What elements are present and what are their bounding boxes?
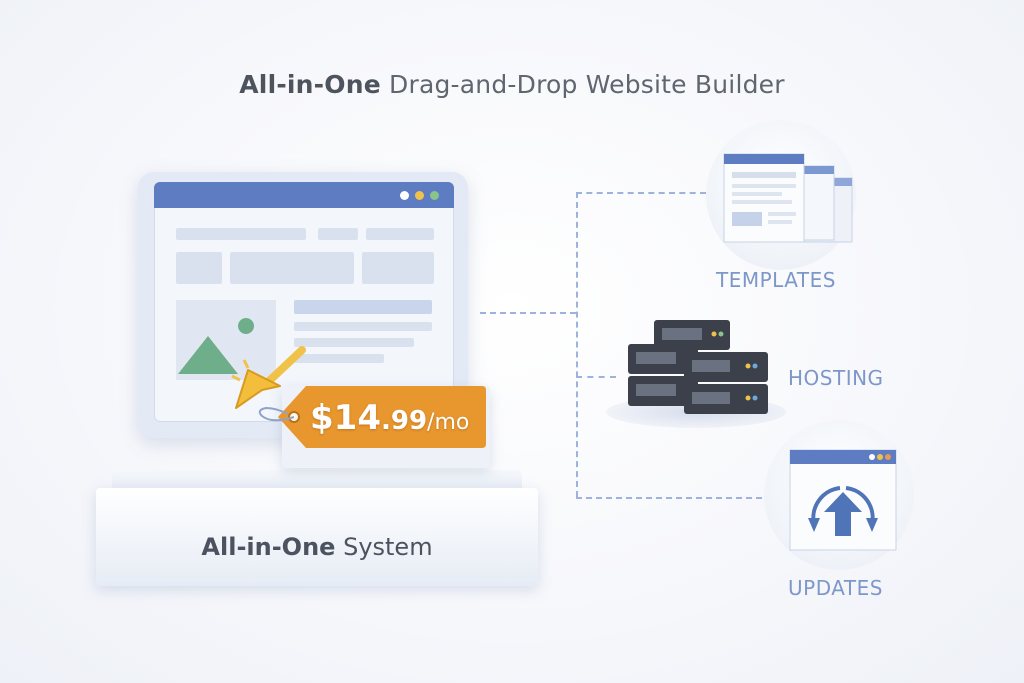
- connector-trunk: [576, 192, 578, 497]
- hosting-label: HOSTING: [788, 366, 884, 390]
- window-dot-yellow: [415, 191, 424, 200]
- text-line: [294, 354, 384, 363]
- system-label-bold: All-in-One: [201, 533, 336, 561]
- layout-block: [318, 228, 358, 240]
- price-period: /mo: [427, 410, 470, 435]
- website-screen: [154, 182, 454, 422]
- text-line: [294, 300, 432, 314]
- layout-block: [366, 228, 434, 240]
- title-bold: All-in-One: [239, 70, 381, 99]
- connector-templates: [576, 192, 706, 194]
- system-base: [96, 488, 538, 586]
- templates-label: TEMPLATES: [716, 268, 836, 292]
- image-placeholder: [176, 300, 276, 380]
- page-title: All-in-One Drag-and-Drop Website Builder: [0, 70, 1024, 99]
- price-cents: .99: [380, 406, 428, 436]
- browser-bar: [154, 182, 454, 208]
- updates-label: UPDATES: [788, 576, 883, 600]
- templates-icon: [720, 150, 860, 255]
- system-label: All-in-One System: [96, 533, 538, 561]
- window-dot-white: [400, 191, 409, 200]
- cursor-icon: [228, 344, 308, 421]
- image-icon: [178, 318, 254, 374]
- connector-updates: [576, 497, 762, 499]
- connector-main: [480, 312, 576, 314]
- layout-block: [362, 252, 434, 284]
- price-dollars: $14: [310, 398, 381, 438]
- title-rest: Drag-and-Drop Website Builder: [380, 70, 785, 99]
- window-dot-green: [430, 191, 439, 200]
- price-tag: [258, 384, 488, 469]
- layout-block: [230, 252, 354, 284]
- text-line: [294, 322, 432, 331]
- stand-top: [112, 470, 522, 492]
- price-label: $14.99/mo: [310, 398, 469, 438]
- layout-block: [176, 252, 222, 284]
- connector-hosting: [576, 376, 616, 378]
- server-icon: [624, 316, 774, 431]
- update-arrow-icon: [800, 474, 886, 551]
- layout-block: [176, 228, 306, 240]
- system-label-rest: System: [335, 533, 433, 561]
- text-line: [294, 338, 414, 347]
